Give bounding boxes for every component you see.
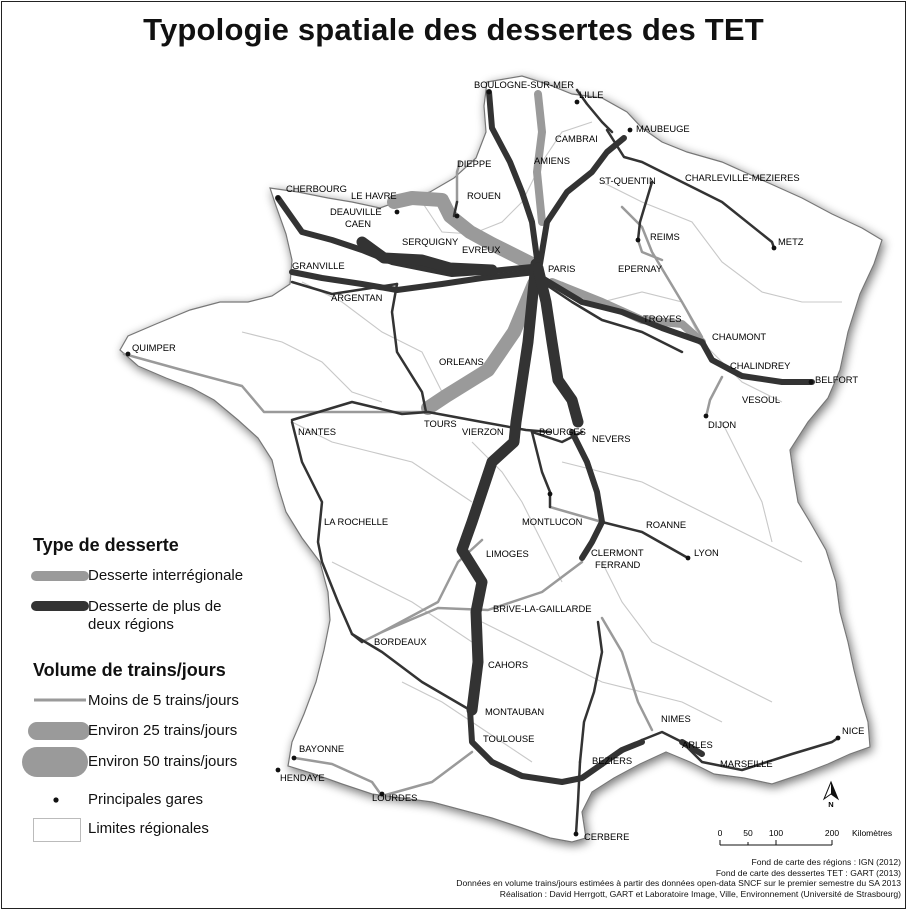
city-label: ST-QUENTIN [599, 175, 656, 186]
city-label: BELFORT [815, 374, 858, 385]
city-label: VIERZON [462, 426, 504, 437]
city-label: ROANNE [646, 519, 686, 530]
legend-vol-mid-swatch [28, 722, 90, 740]
multi-region-lines [275, 88, 840, 836]
city-label: EPERNAY [618, 263, 663, 274]
city-label: BOURGES [539, 426, 586, 437]
legend-vol-high-swatch [22, 747, 88, 777]
city-label: BEZIERS [592, 755, 632, 766]
city-labels: BOULOGNE-SUR-MER LILLE MAUBEUGE CAMBRAI … [132, 79, 864, 842]
credit-line: Réalisation : David Herrgott, GART et La… [499, 888, 901, 899]
city-label: BAYONNE [299, 743, 344, 754]
interregional-lines [122, 90, 724, 798]
legend-vol-high-label: Environ 50 trains/jours [88, 753, 238, 770]
city-label: QUIMPER [132, 342, 176, 353]
legend-multi-region-label-1: Desserte de plus de [88, 598, 222, 615]
city-label: SERQUIGNY [402, 236, 459, 247]
city-label: ARLES [682, 739, 713, 750]
legend-boundaries-label: Limites régionales [88, 820, 209, 837]
city-label: GRANVILLE [292, 260, 345, 271]
legend-interregional-swatch [31, 571, 89, 581]
city-label: NIMES [661, 713, 691, 724]
credits: Fond de carte des régions : IGN (2012) F… [456, 857, 901, 899]
legend-vol-mid-label: Environ 25 trains/jours [88, 722, 238, 739]
legend-vol-low-label: Moins de 5 trains/jours [88, 692, 239, 709]
city-label: LIMOGES [486, 548, 529, 559]
city-label: MARSEILLE [720, 758, 773, 769]
city-label: CAHORS [488, 659, 528, 670]
city-label: DEAUVILLE [330, 206, 382, 217]
legend-stations-label: Principales gares [88, 791, 204, 808]
city-label: AMIENS [534, 155, 570, 166]
city-label: LA ROCHELLE [324, 516, 388, 527]
city-label: CAEN [345, 218, 371, 229]
city-label: FERRAND [595, 559, 641, 570]
city-label: NICE [842, 725, 864, 736]
legend-interregional-label: Desserte interrégionale [88, 567, 244, 584]
legend-heading-type: Type de desserte [33, 535, 179, 555]
north-label: N [828, 800, 833, 809]
city-label: BRIVE-LA-GAILLARDE [493, 603, 591, 614]
city-label: NANTES [298, 426, 336, 437]
city-label: ARGENTAN [331, 292, 382, 303]
city-label: CHARLEVILLE-MEZIERES [685, 172, 800, 183]
city-label: VESOUL [742, 394, 780, 405]
city-label: CHAUMONT [712, 331, 766, 342]
city-label: CERBERE [584, 831, 629, 842]
station-dots [125, 89, 841, 837]
city-label: TOULOUSE [483, 733, 534, 744]
scale-tick-label: 200 [825, 828, 839, 838]
city-label: CAMBRAI [555, 133, 598, 144]
north-arrow: N [822, 780, 840, 809]
credit-line: Fond de carte des régions : IGN (2012) [751, 857, 901, 867]
city-label: METZ [778, 236, 804, 247]
scale-tick-label: 100 [769, 828, 783, 838]
city-label: CHALINDREY [730, 360, 791, 371]
city-label: CLERMONT [591, 547, 644, 558]
city-label: TROYES [643, 313, 682, 324]
city-label: MAUBEUGE [636, 123, 690, 134]
city-label: LOURDES [372, 792, 417, 803]
legend-multi-region-swatch [31, 601, 89, 611]
legend-multi-region-label-2: deux régions [88, 616, 174, 633]
city-label: HENDAYE [280, 772, 325, 783]
credit-line: Données en volume trains/jours estimées … [456, 878, 901, 889]
city-label: MONTAUBAN [485, 706, 544, 717]
city-label: ROUEN [467, 190, 501, 201]
city-label: EVREUX [462, 244, 501, 255]
legend-vol-low-swatch [34, 698, 86, 702]
city-label: LILLE [579, 89, 604, 100]
legend-boundary-swatch [33, 818, 81, 842]
scale-unit: Kilomètres [852, 828, 892, 838]
city-label: ORLEANS [439, 356, 484, 367]
city-label: PARIS [548, 263, 575, 274]
city-label: LYON [694, 547, 719, 558]
city-label: DIEPPE [457, 158, 491, 169]
city-label: TOURS [424, 418, 457, 429]
city-label: NEVERS [592, 433, 631, 444]
city-label: CHERBOURG [286, 183, 347, 194]
city-label: REIMS [650, 231, 680, 242]
scale-tick-label: 0 [718, 828, 723, 838]
scale-tick-label: 50 [743, 828, 753, 838]
legend-station-dot [53, 797, 59, 803]
scale-bar: 0 50 100 200 Kilomètres [718, 828, 892, 846]
city-label: MONTLUCON [522, 516, 582, 527]
legend-heading-volume: Volume de trains/jours [33, 660, 226, 680]
city-label: LE HAVRE [351, 190, 397, 201]
city-label: DIJON [708, 419, 736, 430]
map-title: Typologie spatiale des dessertes des TET [143, 12, 764, 47]
credit-line: Fond de carte des dessertes TET : GART (… [715, 867, 901, 878]
city-label: BORDEAUX [374, 636, 427, 647]
city-label: BOULOGNE-SUR-MER [474, 79, 574, 90]
